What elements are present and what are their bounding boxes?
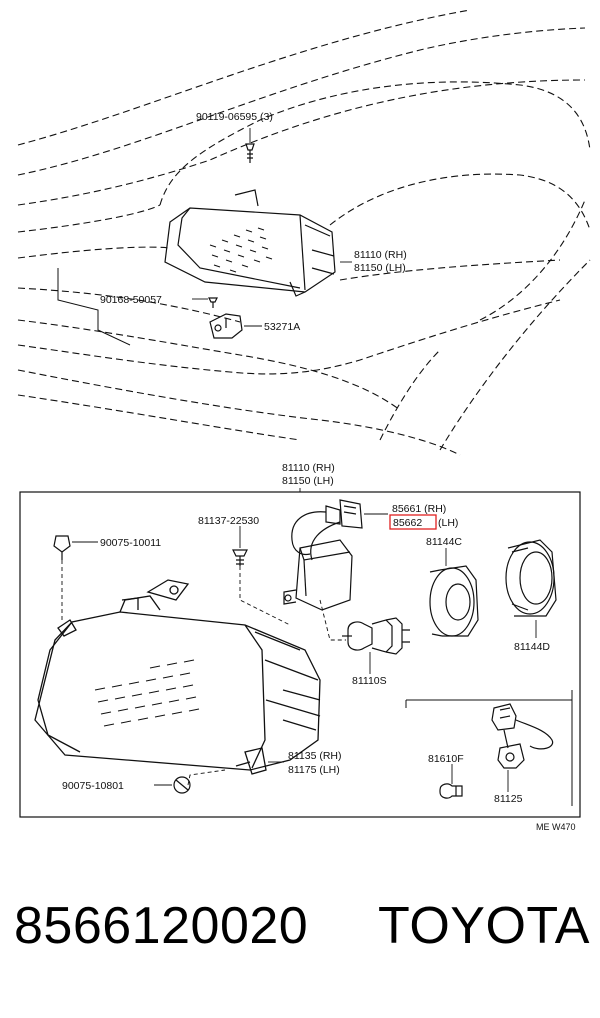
- headlamp-lens-grid: [94, 659, 200, 727]
- label-bulb: 81110S: [352, 675, 387, 687]
- label-headlamp-rh: 81110 (RH): [354, 249, 407, 261]
- label-bracket: 53271A: [264, 321, 300, 333]
- label-wire-lh-suffix: (LH): [438, 517, 458, 529]
- headlamp-assembly: [34, 579, 321, 775]
- label-housing-rh: 81135 (RH): [288, 750, 342, 762]
- label-screw-bottom: 90075-10801: [62, 780, 124, 792]
- left-screw-icon: [53, 535, 71, 560]
- part-number: 8566120020: [14, 897, 309, 955]
- top-screw-icon: [245, 143, 255, 163]
- wire-connector: [283, 499, 363, 611]
- headlamp-bulb: [342, 617, 410, 655]
- label-side-socket: 81125: [494, 793, 523, 805]
- bumper-edge: [57, 268, 131, 346]
- installed-headlamp-grid: [209, 227, 273, 273]
- detail-leaders: [61, 513, 537, 792]
- label-assy-rh: 81110 (RH): [282, 462, 335, 474]
- bracket-icon: [209, 313, 243, 339]
- label-housing-lh: 81175 (LH): [288, 764, 340, 776]
- label-screw-mid: 81137-22530: [198, 515, 259, 527]
- socket-cover-d: [505, 539, 557, 617]
- installed-headlamp: [164, 189, 336, 297]
- label-clip: 90168-50057: [100, 294, 162, 306]
- label-assy-lh: 81150 (LH): [282, 475, 334, 487]
- label-screw-left: 90075-10011: [100, 537, 161, 549]
- clip-icon: [208, 297, 218, 308]
- label-headlamp-lh: 81150 (LH): [354, 262, 406, 274]
- label-screw-top: 90119-06595 (3): [196, 111, 273, 123]
- part-highlight-box: [389, 514, 437, 530]
- mid-screw-icon: [232, 549, 248, 566]
- side-socket: [491, 703, 554, 769]
- bottom-screw-icon: [173, 776, 191, 794]
- label-wire-lh-code: 85662: [393, 517, 422, 529]
- label-wire-rh: 85661 (RH): [392, 503, 446, 515]
- side-bulb: [439, 783, 463, 799]
- upper-leaders: [192, 128, 352, 327]
- car-body-outline: [17, 9, 591, 456]
- label-socket-cover-d: 81144D: [514, 641, 550, 653]
- diagram-code: ME W470: [536, 822, 576, 832]
- footer: 8566120020 TOYOTA: [14, 900, 590, 952]
- sub-detail-frame: [406, 699, 573, 806]
- label-side-bulb: 81610F: [428, 753, 464, 765]
- socket-cover-c: [429, 565, 479, 637]
- brand-name: TOYOTA: [378, 897, 590, 955]
- label-socket-cover-c: 81144C: [426, 536, 462, 548]
